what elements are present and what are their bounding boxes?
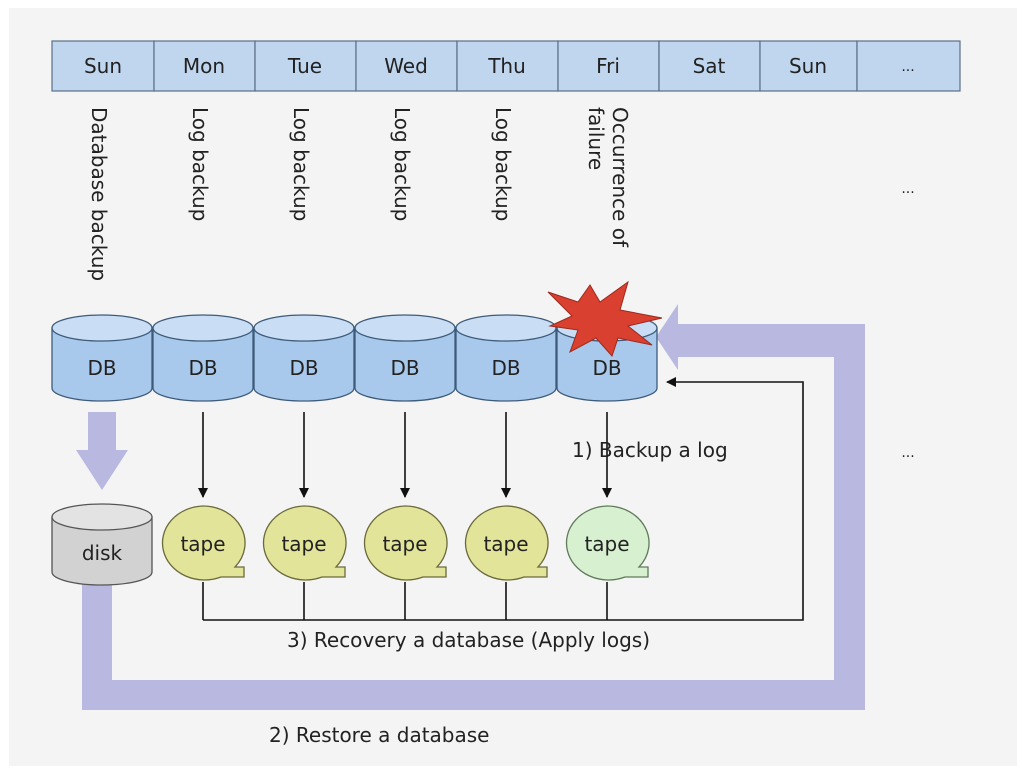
tape-label-thu: tape <box>483 532 528 556</box>
day-cell-more <box>856 40 961 92</box>
db-label-wed: DB <box>390 356 419 380</box>
tape-tue: tape <box>262 505 347 581</box>
timeline: Sun Mon Tue Wed Thu Fri Sat Sun ... <box>51 40 961 92</box>
db-cylinder-tue: DB <box>253 314 355 402</box>
tape-label-fri: tape <box>584 532 629 556</box>
label-occurrence-of: Occurrence of <box>608 107 632 248</box>
label-database-backup: Database backup <box>87 107 111 281</box>
day-label-sun: Sun <box>84 54 122 78</box>
backup-to-disk-arrow <box>76 412 128 490</box>
day-cell-sun-next <box>759 40 858 92</box>
db-cylinder-sun: DB <box>51 314 153 402</box>
tape-label-mon: tape <box>180 532 225 556</box>
db-label-sun: DB <box>87 356 116 380</box>
day-label-sun-next: Sun <box>789 54 827 78</box>
apply-logs-arrow <box>203 377 804 621</box>
tape-thu: tape <box>464 505 549 581</box>
tape-label-wed: tape <box>382 532 427 556</box>
day-cell-wed <box>355 40 458 92</box>
day-label-fri: Fri <box>596 54 620 78</box>
failure-burst-icon <box>547 280 663 357</box>
ellipsis-middle: ... <box>901 445 914 461</box>
restore-flow-arrow <box>76 304 865 710</box>
day-label-thu: Thu <box>487 54 526 78</box>
tape-fri: tape <box>565 505 650 581</box>
disk-cylinder: disk <box>51 503 153 586</box>
db-cylinder-thu: DB <box>455 314 557 402</box>
label-failure: failure <box>584 107 608 170</box>
disk-label: disk <box>82 541 123 565</box>
step-restore: 2) Restore a database <box>269 723 489 747</box>
tape-mon: tape <box>161 505 246 581</box>
ellipsis-top: ... <box>901 181 914 197</box>
db-cylinder-mon: DB <box>152 314 254 402</box>
restore-flow-band <box>82 304 865 710</box>
day-cell-fri <box>557 40 660 92</box>
label-log-backup-wed: Log backup <box>390 107 414 221</box>
label-log-backup-mon: Log backup <box>188 107 212 221</box>
tapes: tape tape tape tape tape <box>161 505 650 581</box>
label-log-backup-tue: Log backup <box>289 107 313 221</box>
day-label-tue: Tue <box>287 54 322 78</box>
db-label-mon: DB <box>188 356 217 380</box>
log-backup-arrows <box>198 412 612 498</box>
day-cell-thu <box>456 40 559 92</box>
event-labels: Database backup Log backup Log backup Lo… <box>87 107 915 281</box>
day-label-wed: Wed <box>384 54 428 78</box>
db-cylinder-wed: DB <box>354 314 456 402</box>
recovery-path <box>202 377 804 621</box>
db-label-fri: DB <box>592 356 621 380</box>
tape-wed: tape <box>363 505 448 581</box>
db-cylinders: DB DB DB DB DB <box>51 314 658 402</box>
step-recovery: 3) Recovery a database (Apply logs) <box>287 628 650 652</box>
day-cell-tue <box>254 40 357 92</box>
day-cell-mon <box>153 40 256 92</box>
tape-label-tue: tape <box>281 532 326 556</box>
db-label-thu: DB <box>491 356 520 380</box>
label-log-backup-thu: Log backup <box>491 107 515 221</box>
day-label-sat: Sat <box>693 54 726 78</box>
day-label-mon: Mon <box>183 54 225 78</box>
step-backup-log: 1) Backup a log <box>572 438 728 462</box>
db-label-tue: DB <box>289 356 318 380</box>
day-cell-sun <box>51 40 155 92</box>
day-label-more: ... <box>901 59 914 75</box>
